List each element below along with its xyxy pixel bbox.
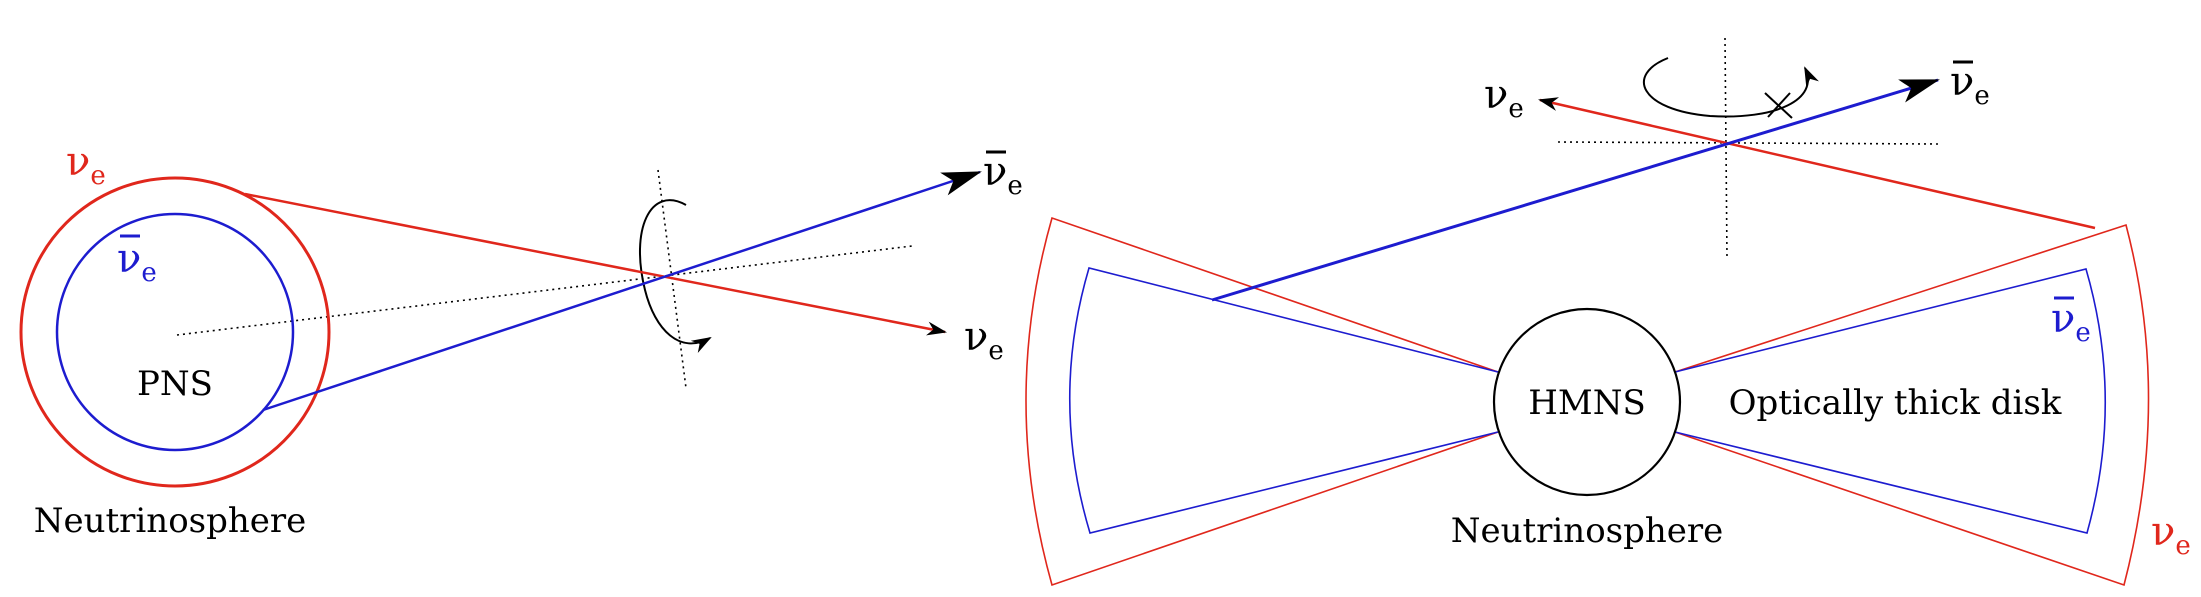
left-rotation-arrow: [638, 199, 712, 353]
right-anti-nu-e-beam: [1211, 78, 1940, 302]
right-disk-label: Optically thick disk: [1729, 383, 2062, 423]
svg-text:νe: νe: [983, 149, 1023, 201]
svg-text:νe: νe: [2051, 296, 2091, 348]
left-core-label: PNS: [137, 364, 213, 404]
left-dotted-axis: [176, 245, 913, 336]
right-nu-e-label: νe: [2151, 509, 2191, 561]
left-nu-e-sphere: [19, 176, 331, 488]
right-rotation-arrow: [1642, 57, 1819, 118]
left-panel: νe νe PNS Neutrinosphere νe νe: [19, 139, 1023, 541]
right-core-label: HMNS: [1528, 383, 1646, 423]
right-anti-nu-e-disk-right: [1674, 268, 2107, 534]
left-beam-nu-e-label: νe: [964, 314, 1004, 366]
left-anti-nu-e-sphere: [55, 212, 295, 452]
left-anti-nu-e-label: νe: [117, 234, 157, 288]
svg-text:νe: νe: [117, 236, 157, 288]
right-nu-e-disk-right: [1674, 223, 2150, 587]
left-sphere-label: Neutrinosphere: [34, 501, 307, 541]
right-nu-e-disk-left: [1025, 216, 1499, 587]
left-nu-e-beam: [244, 192, 947, 336]
right-beam-nu-e-label: νe: [1484, 72, 1524, 124]
right-sphere-label: Neutrinosphere: [1451, 511, 1724, 551]
right-anti-nu-e-label: νe: [2051, 296, 2091, 348]
right-cross-b: [1767, 92, 1791, 118]
right-nu-e-beam: [1538, 97, 2096, 230]
left-anti-nu-e-beam: [262, 170, 982, 412]
right-panel: HMNS Optically thick disk Neutrinosphere…: [1025, 37, 2191, 587]
svg-text:νe: νe: [1950, 59, 1990, 111]
right-vertical-axis: [1724, 37, 1728, 259]
left-beam-anti-nu-e-label: νe: [983, 149, 1023, 201]
right-hmns-circle: [1492, 307, 1682, 497]
left-nu-e-label: νe: [66, 139, 106, 191]
right-horizontal-axis: [1557, 141, 1939, 145]
right-anti-nu-e-disk-left: [1068, 267, 1499, 534]
right-beam-anti-nu-e-label: νe: [1950, 59, 1990, 111]
